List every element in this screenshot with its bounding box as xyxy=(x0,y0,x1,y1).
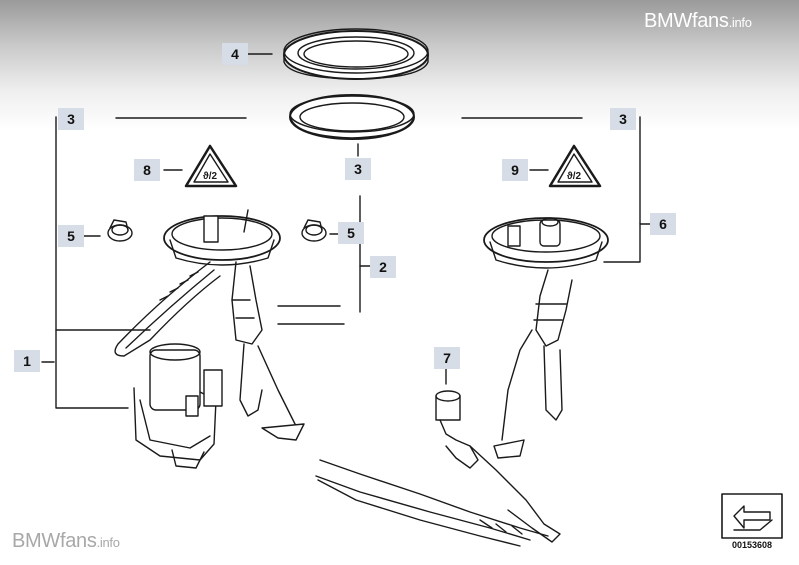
callout-3-center: 3 xyxy=(345,158,371,180)
warning-triangle-icon: ϑ/2 xyxy=(184,144,238,188)
callout-8: 8 xyxy=(134,159,160,181)
callout-5-right: 5 xyxy=(338,222,364,244)
diagram-number: 00153608 xyxy=(731,540,773,550)
watermark-bottom: BMWfans.info xyxy=(12,530,120,553)
callout-3-right: 3 xyxy=(610,108,636,130)
watermark-top: BMWfans.info xyxy=(644,10,752,33)
watermark-bottom-suffix: .info xyxy=(96,535,120,550)
callout-1: 1 xyxy=(14,350,40,372)
fuel-pump-assembly-left xyxy=(114,209,305,469)
callout-5-left: 5 xyxy=(58,225,84,247)
hose-clamp-right xyxy=(301,219,327,242)
sealing-ring-large xyxy=(283,28,429,80)
callout-3-left: 3 xyxy=(58,108,84,130)
fuel-sensor-assembly-right xyxy=(483,217,609,459)
callout-6: 6 xyxy=(650,213,676,235)
warning-triangle-icon: ϑ/2 xyxy=(548,144,602,188)
svg-text:ϑ/2: ϑ/2 xyxy=(203,171,218,182)
svg-text:ϑ/2: ϑ/2 xyxy=(567,171,582,182)
arrow-return-icon xyxy=(721,493,783,539)
hose-clamp-left xyxy=(107,219,133,242)
fuel-line-connector xyxy=(315,390,561,547)
watermark-top-suffix: .info xyxy=(728,15,752,30)
callout-4: 4 xyxy=(222,43,248,65)
callout-7: 7 xyxy=(434,347,460,369)
o-ring-gasket xyxy=(289,94,415,140)
callout-9: 9 xyxy=(502,159,528,181)
watermark-top-brand: BMWfans xyxy=(644,10,729,32)
callout-2: 2 xyxy=(370,256,396,278)
watermark-bottom-brand: BMWfans xyxy=(12,530,97,552)
